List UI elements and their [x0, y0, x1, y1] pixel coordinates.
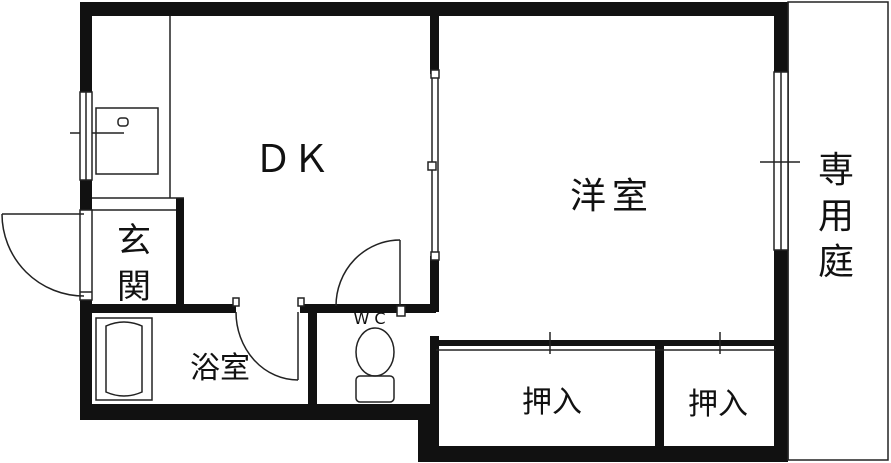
- bath-door-swing: [235, 311, 299, 381]
- sliding-door-knob-1: [430, 69, 440, 79]
- wall-left-mid: [80, 180, 92, 210]
- label-dk: ＤＫ: [254, 137, 330, 181]
- label-entrance-1: 玄: [117, 221, 151, 261]
- wc-door: [335, 239, 406, 317]
- wall-right-upper: [774, 2, 788, 72]
- label-closet-small: 押入: [688, 387, 748, 422]
- entrance-door: [1, 209, 93, 301]
- wall-bottom-right: [418, 446, 788, 462]
- wall-left-bottom: [80, 300, 92, 420]
- label-western-room: 洋室: [570, 176, 654, 217]
- sink-basin: [95, 107, 159, 175]
- wall-bottom-left: [80, 404, 436, 420]
- bath-door-jamb-left: [232, 297, 240, 307]
- exterior-walls: [80, 2, 788, 462]
- label-bath: 浴室: [190, 351, 250, 386]
- wall-dk-western-low: [430, 256, 439, 312]
- thin-lines: [92, 1, 889, 461]
- sliding-door-knob-2: [427, 161, 437, 171]
- bathtub-outer: [95, 317, 153, 401]
- toilet: [355, 327, 395, 403]
- label-garden-2: 用: [818, 196, 854, 237]
- wall-closet-west: [430, 336, 439, 456]
- bathtub-inner: [105, 321, 143, 397]
- wall-left-top: [80, 2, 92, 92]
- bath-door: [232, 297, 305, 381]
- bath-door-jamb-right: [297, 297, 305, 307]
- label-entrance-2: 関: [117, 267, 151, 307]
- kitchen-sink: [70, 107, 159, 175]
- interior-walls: [80, 14, 776, 456]
- wall-top: [80, 2, 784, 16]
- wall-right-lower: [774, 250, 788, 460]
- wc-door-jamb: [396, 305, 406, 317]
- sliding-door-knob-3: [430, 251, 440, 261]
- wall-closet-top: [436, 340, 776, 346]
- label-garden-1: 専: [818, 150, 854, 191]
- wall-bath-wc: [308, 304, 317, 408]
- entrance-opening: [79, 209, 93, 301]
- wall-dk-western: [430, 14, 439, 74]
- bathtub: [95, 317, 153, 401]
- label-wc: WC: [354, 309, 391, 328]
- toilet-bowl: [355, 327, 395, 377]
- wall-bath-top: [80, 304, 236, 313]
- windows: [79, 71, 800, 251]
- closet-marks: [549, 332, 721, 354]
- label-garden-3: 庭: [818, 242, 854, 283]
- wall-wc-top: [300, 304, 436, 313]
- entrance-door-swing: [1, 213, 85, 297]
- wall-closet-divider: [655, 346, 664, 450]
- sink-faucet-knob: [117, 117, 129, 127]
- toilet-tank: [355, 375, 395, 403]
- sliding-doors: [427, 69, 440, 261]
- wc-door-swing: [335, 239, 401, 307]
- label-closet-main: 押入: [522, 385, 582, 420]
- wall-entrance-right: [176, 198, 184, 308]
